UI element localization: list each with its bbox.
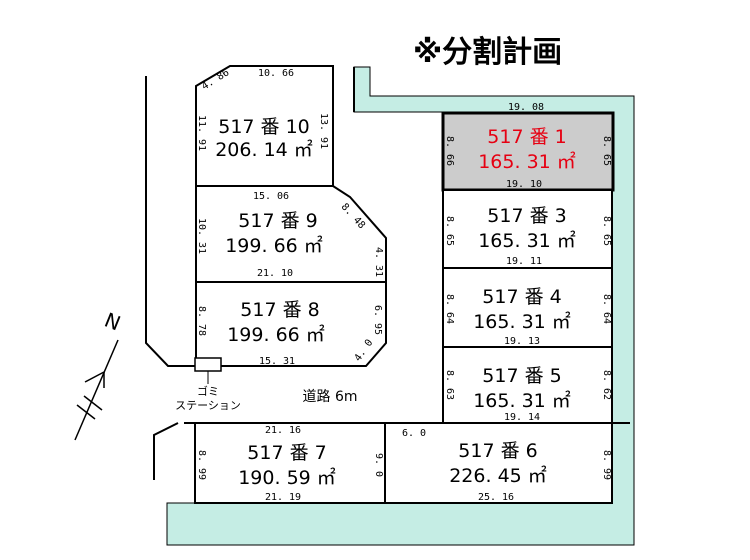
lot-5-area: 165. 31 ㎡ [473, 389, 571, 412]
lot-1-name: 517 番 1 [487, 126, 566, 148]
dim-lot3-left: 8. 65 [444, 216, 455, 246]
lot-6-name: 517 番 6 [458, 440, 537, 462]
lot-7-name: 517 番 7 [247, 442, 326, 464]
lot-4-area: 165. 31 ㎡ [473, 310, 571, 333]
dim-lot10-left: 11. 91 [196, 115, 207, 151]
dim-lot7-right: 9. 0 [373, 453, 384, 477]
dim-lot6-top: 6. 0 [402, 428, 426, 439]
north-arrow [74, 339, 119, 441]
dim-lot4-bottom: 19. 13 [504, 336, 540, 347]
lot-4-name: 517 番 4 [482, 286, 561, 308]
north-label: N [101, 308, 124, 336]
road-label: 道路 6m [303, 389, 358, 405]
dim-lot9-right: 4. 31 [373, 247, 384, 277]
dim-lot8-right: 6. 95 [372, 305, 383, 335]
lot-6-outline [384, 422, 613, 504]
lot-3-outline [442, 189, 613, 269]
garbage-station-box [194, 357, 222, 372]
dim-lot1-left: 8. 66 [444, 136, 455, 166]
lot-10-area: 206. 14 ㎡ [215, 138, 313, 161]
dim-lot3-right: 8. 65 [601, 216, 612, 246]
lot-6-area: 226. 45 ㎡ [449, 464, 547, 487]
dim-lot5-bottom: 19. 14 [504, 412, 540, 423]
dim-lot3-bottom: 19. 11 [506, 256, 542, 267]
dim-lot10-right: 13. 91 [318, 113, 329, 149]
dim-lot7-bottom: 21. 19 [265, 492, 301, 503]
dim-lot4-right: 8. 64 [601, 294, 612, 324]
lot-8-area: 199. 66 ㎡ [227, 323, 325, 346]
dim-lot6-bottom: 25. 16 [478, 492, 514, 503]
dim-lot10-top: 10. 66 [258, 68, 294, 79]
lot-5-name: 517 番 5 [482, 365, 561, 387]
lot-10-outline [195, 65, 334, 187]
lot-9-area: 199. 66 ㎡ [225, 234, 323, 257]
lot-9-name: 517 番 9 [238, 210, 317, 232]
plan-title: ※分割計画 [413, 35, 562, 70]
lot-7-area: 190. 59 ㎡ [238, 466, 336, 489]
lot-8-outline [195, 281, 387, 367]
dim-lot4-left: 8. 64 [444, 294, 455, 324]
garbage-station-label-line1: ゴミ [197, 384, 219, 398]
dim-lot6-right: 8. 99 [601, 450, 612, 480]
dim-lot7-top: 21. 16 [265, 425, 301, 436]
lot-8-name: 517 番 8 [240, 299, 319, 321]
dim-lot9-left: 10. 31 [196, 218, 207, 254]
dim-lot7-left: 8. 99 [196, 450, 207, 480]
dim-lot1-right: 8. 65 [601, 136, 612, 166]
lot-10-name: 517 番 10 [218, 116, 310, 138]
dim-lot8-bottom: 15. 31 [259, 356, 295, 367]
dim-lot9-bottom: 21. 10 [257, 268, 293, 279]
lot-1-area: 165. 31 ㎡ [478, 150, 576, 173]
lot-4-outline [442, 267, 613, 348]
lot-5-outline [442, 346, 613, 424]
lot-3-name: 517 番 3 [487, 205, 566, 227]
dim-lot9-top: 15. 06 [253, 191, 289, 202]
dim-lot8-left: 8. 78 [196, 306, 207, 336]
dim-top-right: 19. 08 [508, 102, 544, 113]
dim-lot5-right: 8. 62 [601, 370, 612, 400]
dim-lot5-left: 8. 63 [444, 370, 455, 400]
garbage-station-label-line2: ステーション [175, 399, 241, 412]
lot-3-area: 165. 31 ㎡ [478, 229, 576, 252]
lot-outlines [194, 65, 615, 504]
dim-lot1-bottom: 19. 10 [506, 179, 542, 190]
